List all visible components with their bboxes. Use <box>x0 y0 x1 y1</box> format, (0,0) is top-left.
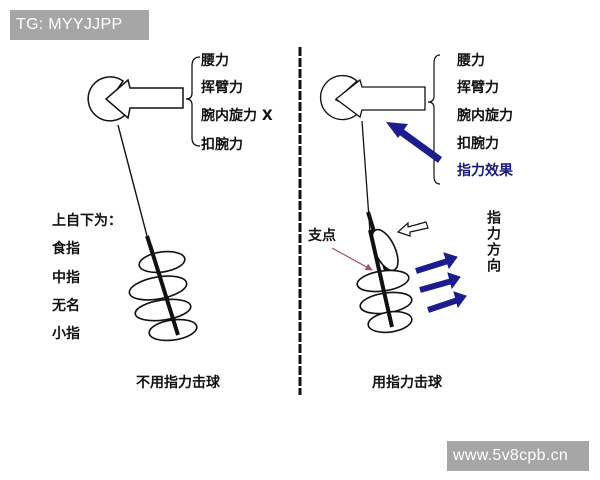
left-force-label-wrist-pronation: 腕内旋力 X <box>201 108 273 124</box>
watermark-top: TG: MYYJJPP <box>10 10 149 40</box>
finger-direction-arrows-icon <box>415 252 467 313</box>
finger-force-direction-label: 指力方向 <box>485 210 501 274</box>
left-caption: 不用指力击球 <box>136 375 220 391</box>
watermark-bottom: www.5v8cpb.cn <box>447 441 589 471</box>
left-force-label-wrist-snap: 扣腕力 <box>201 137 243 153</box>
right-force-label-wrist-pronation: 腕内旋力 <box>457 108 513 124</box>
finger-order-title: 上自下为： <box>52 213 122 229</box>
right-force-label-finger-effect: 指力效果 <box>457 163 513 179</box>
left-force-label-waist: 腰力 <box>201 53 229 69</box>
finger-label-ring: 无名 <box>52 298 80 314</box>
right-caption: 用指力击球 <box>372 375 442 391</box>
finger-label-middle: 中指 <box>52 270 80 286</box>
fulcrum-pointer-icon <box>331 247 373 271</box>
right-force-label-arm-swing: 挥臂力 <box>457 80 499 96</box>
right-force-label-waist: 腰力 <box>457 53 485 69</box>
left-force-label-arm-swing: 挥臂力 <box>201 80 243 96</box>
right-fingers-icon <box>356 228 413 334</box>
finger-label-little: 小指 <box>52 326 80 342</box>
fulcrum-label: 支点 <box>308 228 336 244</box>
right-force-label-wrist-snap: 扣腕力 <box>457 136 499 152</box>
left-fingers-icon <box>128 244 198 342</box>
left-force-arrow-icon <box>104 78 184 120</box>
right-force-arrow-icon <box>334 78 426 119</box>
finger-force-effect-arrow-icon <box>386 122 443 163</box>
finger-label-index: 食指 <box>52 241 80 257</box>
counter-force-outline-arrow-icon <box>396 221 429 237</box>
left-force-brace-icon <box>185 56 201 147</box>
right-force-brace-icon <box>427 54 441 185</box>
